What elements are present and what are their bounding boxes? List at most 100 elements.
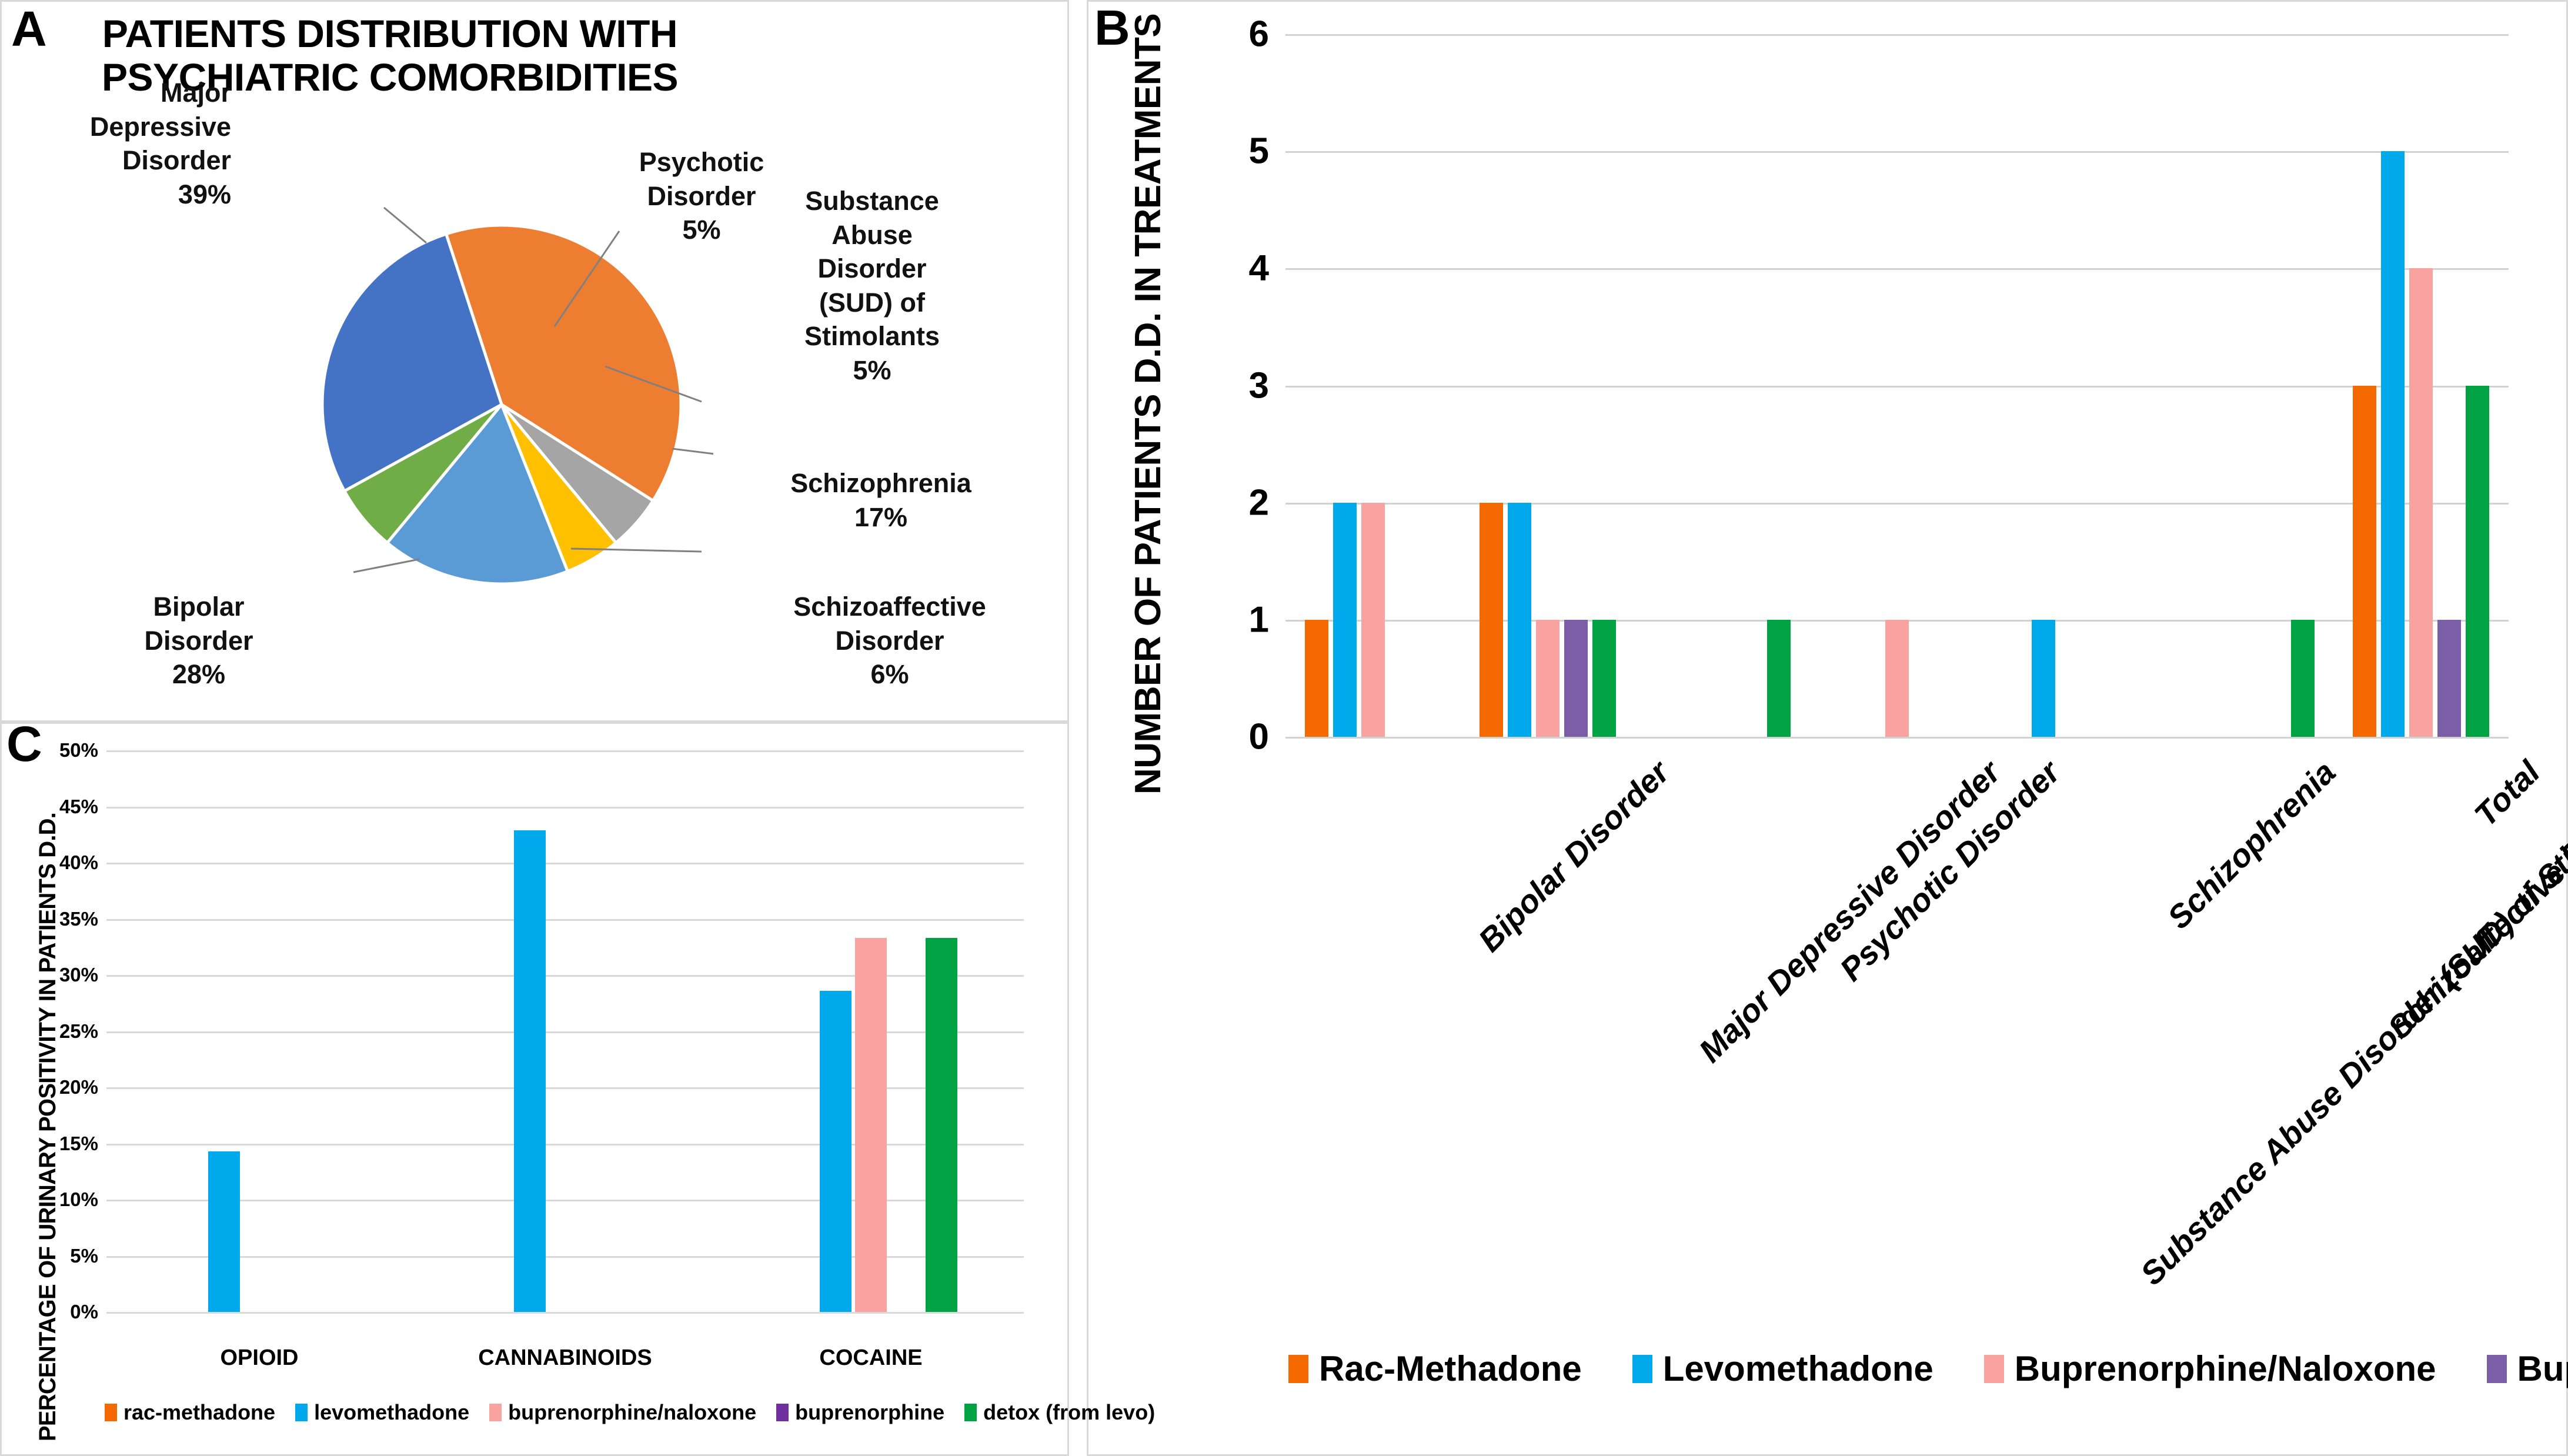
- gridline: [106, 919, 1024, 921]
- gridline: [106, 863, 1024, 864]
- gridline: [1285, 737, 2509, 739]
- bar: [1535, 619, 1559, 737]
- y-axis-tick: 3: [1248, 365, 1269, 406]
- y-axis-tick: 4: [1248, 248, 1269, 289]
- legend-swatch: [2486, 1354, 2507, 1383]
- y-axis-tick: 30%: [59, 964, 98, 986]
- legend-item: buprenorphine: [776, 1400, 944, 1425]
- gridline: [1285, 385, 2509, 388]
- pie-slice: [444, 223, 683, 503]
- panel-a-title: PATIENTS DISTRIBUTION WITH PSYCHIATRIC C…: [102, 12, 678, 99]
- bar: [1507, 502, 1531, 737]
- legend-label: buprenorphine/naloxone: [508, 1400, 757, 1424]
- legend-item: Buprenorphine: [2486, 1348, 2568, 1389]
- y-axis-tick: 20%: [59, 1076, 98, 1098]
- x-axis-label: Schizoaffective Disorder: [2380, 753, 2568, 1046]
- pie-label-schizophrenia: Schizophrenia 17%: [790, 468, 971, 532]
- gridline: [1285, 151, 2509, 153]
- legend-label: Levomethadone: [1662, 1349, 1933, 1388]
- gridline: [1285, 502, 2509, 505]
- y-axis-tick: 45%: [59, 795, 98, 817]
- gridline: [106, 750, 1024, 752]
- gridline: [106, 1312, 1024, 1314]
- gridline: [1285, 34, 2509, 36]
- pie-label-sud-stimolants: Substance Abuse Disorder (SUD) of Stimol…: [804, 186, 940, 385]
- bar: [1304, 619, 1328, 737]
- x-axis-label: Substance Abuse Disorder (SUD) of Stimol…: [2133, 753, 2568, 1293]
- panel-b-letter: B: [1094, 0, 1130, 55]
- bar: [1333, 502, 1357, 737]
- gridline: [1285, 268, 2509, 271]
- x-axis-label: Major Depressive Disorder: [1691, 753, 2008, 1070]
- bar: [926, 937, 957, 1312]
- y-axis-tick: 35%: [59, 907, 98, 930]
- bar: [2032, 619, 2056, 737]
- y-axis-tick: 10%: [59, 1188, 98, 1210]
- legend-item: Rac-Methadone: [1288, 1348, 1582, 1389]
- x-axis-label: CANNABINOIDS: [478, 1345, 652, 1370]
- pie-leader-lines: [353, 206, 720, 573]
- legend-item: buprenorphine/naloxone: [489, 1400, 756, 1425]
- pie-slice: [320, 232, 504, 493]
- x-axis-label: Schizophrenia: [2160, 753, 2343, 936]
- legend-item: rac-methadone: [105, 1400, 275, 1425]
- pie-label-major-depressive: Major Depressive Disorder 39%: [89, 78, 231, 209]
- y-axis-tick: 0%: [70, 1301, 98, 1323]
- bar: [2353, 385, 2377, 737]
- x-axis-label: Bipolar Disorder: [1471, 753, 1677, 959]
- legend-label: Buprenorphine: [2517, 1349, 2568, 1388]
- bar: [2381, 151, 2405, 737]
- bar: [208, 1151, 240, 1312]
- bar: [2437, 619, 2462, 737]
- y-axis-tick: 2: [1248, 482, 1269, 523]
- panel-b-bar-chart: B NUMBER OF PATIENTS D.D. IN TREATMENTS …: [1087, 0, 2568, 1456]
- legend-label: levomethadone: [314, 1400, 470, 1424]
- legend-item: Levomethadone: [1632, 1348, 1933, 1389]
- gridline: [106, 1031, 1024, 1033]
- bar: [855, 937, 887, 1312]
- legend-swatch: [1983, 1354, 2004, 1383]
- y-axis-tick: 0: [1248, 716, 1269, 757]
- pie-svg: [320, 206, 720, 586]
- bar: [2409, 268, 2433, 737]
- y-axis-tick: 50%: [59, 739, 98, 761]
- legend-label: Buprenorphine/Naloxone: [2014, 1349, 2436, 1388]
- gridline: [106, 975, 1024, 977]
- bar: [1885, 619, 1909, 737]
- y-axis-tick: 5: [1248, 131, 1269, 172]
- bar: [1766, 619, 1791, 737]
- bar: [1361, 502, 1385, 737]
- panel-c-legend: rac-methadone levomethadone buprenorphine/…: [105, 1400, 1175, 1425]
- bar: [1564, 619, 1588, 737]
- legend-swatch: [295, 1404, 308, 1421]
- y-axis-tick: 15%: [59, 1132, 98, 1154]
- bar: [514, 830, 546, 1312]
- x-axis-label: Total: [2467, 753, 2547, 834]
- y-axis-tick: 25%: [59, 1020, 98, 1042]
- bar: [1479, 502, 1503, 737]
- panel-a-letter: A: [11, 1, 47, 56]
- y-axis-tick: 1: [1248, 599, 1269, 640]
- gridline: [106, 1200, 1024, 1201]
- legend-swatch: [964, 1404, 977, 1421]
- legend-swatch: [776, 1404, 789, 1421]
- legend-item: levomethadone: [295, 1400, 469, 1425]
- legend-label: Rac-Methadone: [1319, 1349, 1582, 1388]
- panel-c-y-axis-label: PERCENTAGE OF URINARY POSITIVITY IN PATI…: [35, 812, 61, 1441]
- legend-swatch: [105, 1404, 117, 1421]
- panel-c-bar-chart: C PERCENTAGE OF URINARY POSITIVITY IN PA…: [0, 716, 1155, 1456]
- legend-item: Buprenorphine/Naloxone: [1983, 1348, 2436, 1389]
- panel-b-legend: Rac-Methadone Levomethadone Buprenorphine/…: [1288, 1348, 2568, 1389]
- bar: [2291, 619, 2315, 737]
- gridline: [106, 1143, 1024, 1146]
- y-axis-tick: 5%: [70, 1244, 98, 1267]
- gridline: [106, 1087, 1024, 1089]
- panel-c-letter: C: [6, 716, 42, 772]
- legend-item: detox (from levo): [964, 1400, 1155, 1425]
- legend-swatch: [489, 1404, 502, 1421]
- panel-b-y-axis-label: NUMBER OF PATIENTS D.D. IN TREATMENTS: [1128, 13, 1168, 794]
- x-axis-label: OPIOID: [220, 1345, 299, 1370]
- pie-slice: [385, 402, 570, 586]
